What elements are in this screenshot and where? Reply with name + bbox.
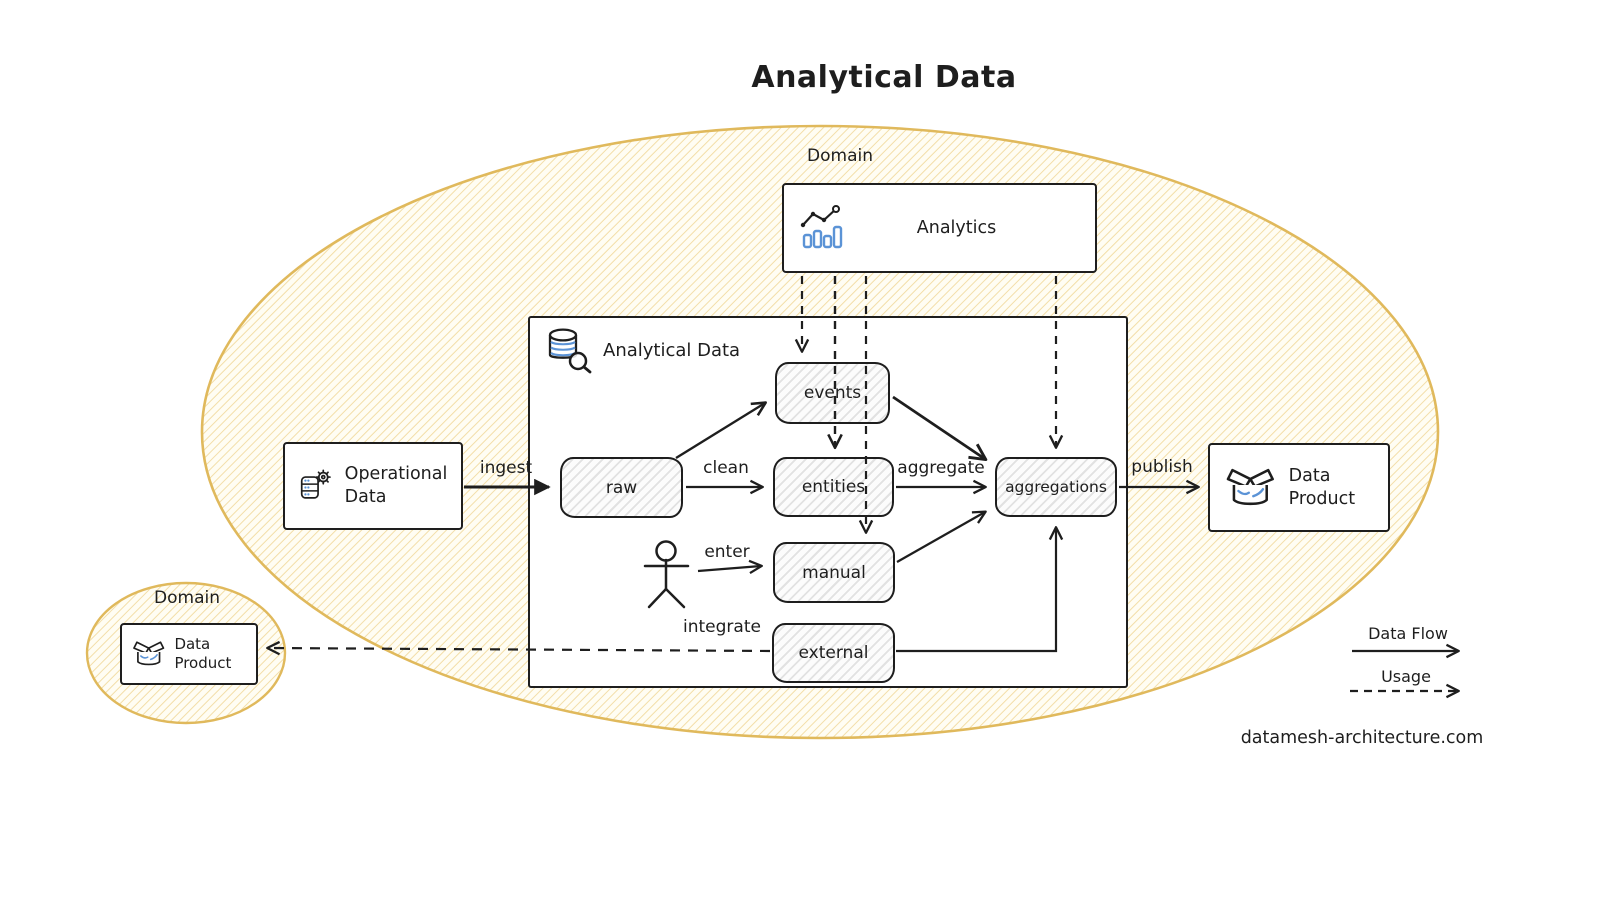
inner-domain-label: Domain <box>154 588 220 608</box>
node-events: events <box>775 362 890 424</box>
node-entities: entities <box>773 457 894 517</box>
database-search-icon <box>548 328 592 374</box>
node-manual: manual <box>773 542 895 603</box>
node-operational-data-label: Operational Data <box>344 464 448 507</box>
outer-domain-label: Domain <box>807 146 873 166</box>
node-operational-data: Operational Data <box>283 442 463 530</box>
flow-label-publish: publish <box>1131 457 1193 477</box>
flow-label-integrate: integrate <box>683 617 761 637</box>
flow-label-clean: clean <box>703 458 749 478</box>
node-data-product-right: Data Product <box>1208 443 1390 532</box>
node-analytics: Analytics <box>782 183 1097 273</box>
diagram-title: Analytical Data <box>751 60 1017 95</box>
node-aggregations-label: aggregations <box>1005 478 1107 496</box>
analytical-data-container-label: Analytical Data <box>603 339 741 361</box>
node-raw-label: raw <box>605 477 638 498</box>
footer-site-url: datamesh-architecture.com <box>1240 728 1484 748</box>
node-entities-label: entities <box>801 477 866 497</box>
node-events-label: events <box>803 383 862 403</box>
node-aggregations: aggregations <box>995 457 1117 517</box>
legend-usage-label: Usage <box>1381 667 1431 686</box>
node-manual-label: manual <box>802 562 866 583</box>
legend-data-flow-label: Data Flow <box>1368 624 1448 643</box>
node-external-label: external <box>798 643 869 663</box>
node-data-product-right-label: Data Product <box>1288 465 1356 509</box>
node-external: external <box>772 623 895 683</box>
flow-label-ingest: ingest <box>479 458 533 478</box>
analytical-data-container-header: Analytical Data <box>544 326 740 374</box>
flow-label-enter: enter <box>704 542 750 562</box>
analytics-chart-icon <box>800 205 843 249</box>
node-data-product-left: Data Product <box>120 623 258 685</box>
data-product-package-icon <box>133 641 165 666</box>
node-data-product-left-label: Data Product <box>174 634 232 673</box>
node-analytics-label: Analytics <box>916 217 997 238</box>
data-product-package-icon <box>1226 468 1274 505</box>
node-raw: raw <box>560 457 683 518</box>
flow-label-aggregate: aggregate <box>897 458 985 478</box>
operational-database-gear-icon <box>300 469 331 499</box>
